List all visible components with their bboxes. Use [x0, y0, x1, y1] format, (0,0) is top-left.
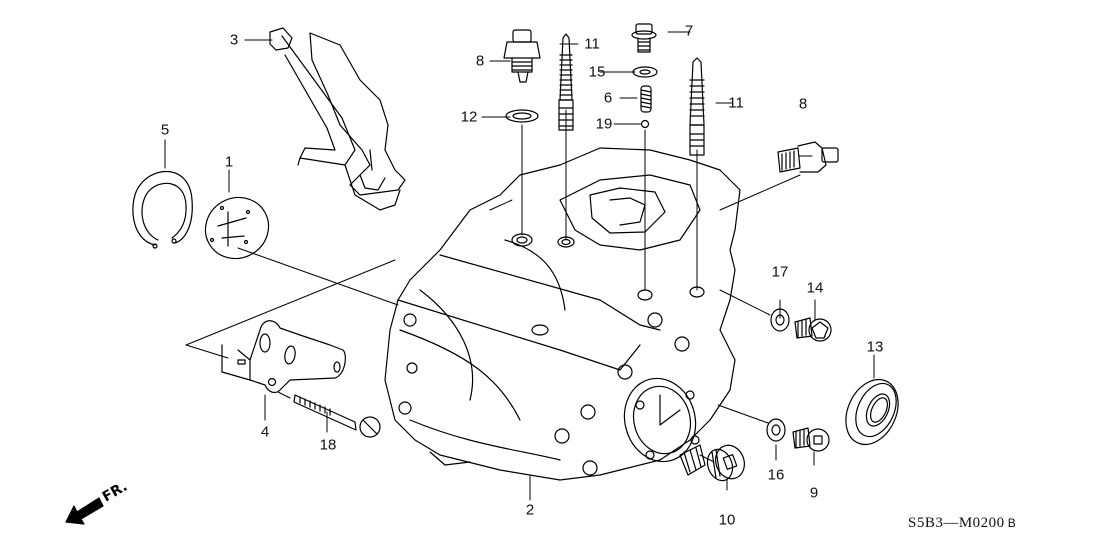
switch-side-part: [778, 142, 838, 172]
callout-19: 19: [595, 115, 613, 133]
callout-8-side: 8: [798, 95, 808, 113]
callout-13: 13: [866, 338, 884, 356]
callout-7: 7: [684, 22, 694, 40]
callout-5: 5: [160, 121, 170, 139]
callout-8-top: 8: [475, 52, 485, 70]
spring-part: [641, 86, 651, 112]
harness-bracket-part: [270, 28, 405, 210]
callout-14: 14: [806, 279, 824, 297]
callout-12: 12: [460, 108, 478, 126]
callout-17: 17: [771, 263, 789, 281]
callout-1: 1: [224, 153, 234, 171]
callout-2: 2: [525, 501, 535, 519]
flange-bolt-part: [294, 395, 380, 437]
magnet-plate-part: [194, 186, 279, 270]
filler-bolt-part: [795, 318, 831, 341]
transmission-housing-part: [385, 148, 740, 480]
washer-drain-part: [767, 419, 785, 441]
mount-bracket-part: [222, 321, 345, 393]
stud-bolt-right-part: [690, 58, 704, 155]
callout-11-left: 11: [584, 35, 600, 53]
steel-ball-part: [642, 121, 649, 128]
washer-small-part: [633, 67, 657, 77]
callout-9: 9: [809, 484, 819, 502]
stud-bolt-left-part: [559, 34, 573, 130]
leader-lines: [165, 32, 874, 500]
callout-4: 4: [260, 423, 270, 441]
plug-part: [703, 441, 749, 484]
sealing-bolt-part: [632, 24, 656, 52]
diagram-code-main: S5B3—M0200: [908, 515, 1005, 531]
washer-top-part: [506, 110, 538, 122]
switch-top-part: [504, 30, 540, 82]
front-direction-arrow-icon: [66, 498, 103, 524]
diagram-code-suffix: B: [1007, 516, 1017, 530]
drain-bolt-part: [793, 428, 829, 451]
callout-6: 6: [603, 89, 613, 107]
washer-filler-part: [771, 309, 789, 331]
callout-10: 10: [718, 511, 736, 529]
snap-ring-part: [133, 171, 192, 248]
callout-3: 3: [229, 31, 239, 49]
callout-11-right: 11: [728, 94, 744, 112]
oil-seal-part: [836, 371, 908, 453]
callout-15: 15: [588, 63, 606, 81]
callout-16: 16: [767, 466, 785, 484]
callout-18: 18: [319, 436, 337, 454]
